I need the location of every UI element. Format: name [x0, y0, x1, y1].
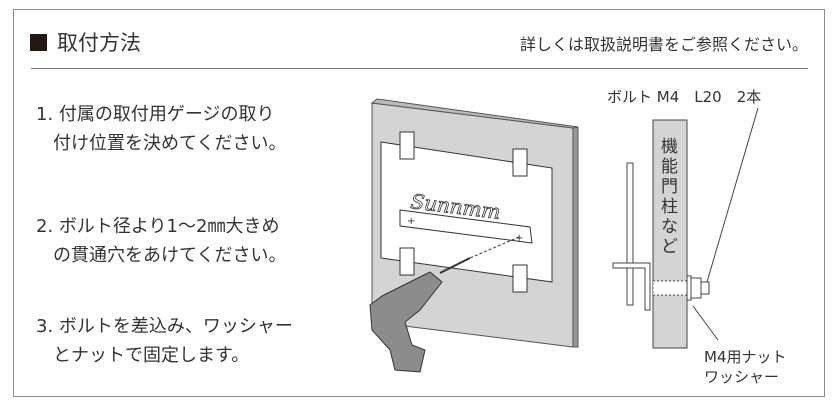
title-text: 取付方法: [57, 31, 141, 55]
divider: [31, 68, 808, 69]
section-title: 取付方法: [30, 27, 141, 57]
manual-note: 詳しくは取扱説明書をご参照ください。: [519, 35, 808, 54]
step-1-line-2: 付け位置を決めてください。: [53, 133, 287, 154]
instruction-frame: [13, 9, 825, 397]
square-bullet-icon: [30, 33, 47, 51]
drill-icon: [369, 257, 471, 373]
step-3: 3. ボルトを差込み、ワッシャー とナットで固定します。: [36, 312, 293, 370]
hole-mark-icon: +: [407, 216, 415, 227]
step-1: 1. 付属の取付用ゲージの取り 付け位置を決めてください。: [36, 100, 286, 158]
washer-label: ワッシャー: [704, 368, 780, 386]
mounting-gauge: Sunnmm + +: [380, 131, 553, 293]
nut-label: M4用ナット: [704, 348, 787, 366]
step-1-line-1: 1. 付属の取付用ゲージの取り: [36, 104, 275, 125]
post-side-view: [612, 107, 759, 349]
bolt-label: ボルト M4 L20 2本: [607, 88, 762, 106]
step-3-line-2: とナットで固定します。: [53, 345, 250, 366]
step-2-line-1: 2. ボルト径より1～2㎜大きめ: [36, 216, 280, 237]
post-label: 機能門柱など: [661, 137, 678, 257]
step-2-line-2: の貫通穴をあけてください。: [53, 245, 287, 266]
step-3-line-1: 3. ボルトを差込み、ワッシャー: [36, 316, 293, 337]
hole-mark-icon: +: [515, 233, 523, 244]
step-2: 2. ボルト径より1～2㎜大きめ の貫通穴をあけてください。: [36, 212, 286, 270]
